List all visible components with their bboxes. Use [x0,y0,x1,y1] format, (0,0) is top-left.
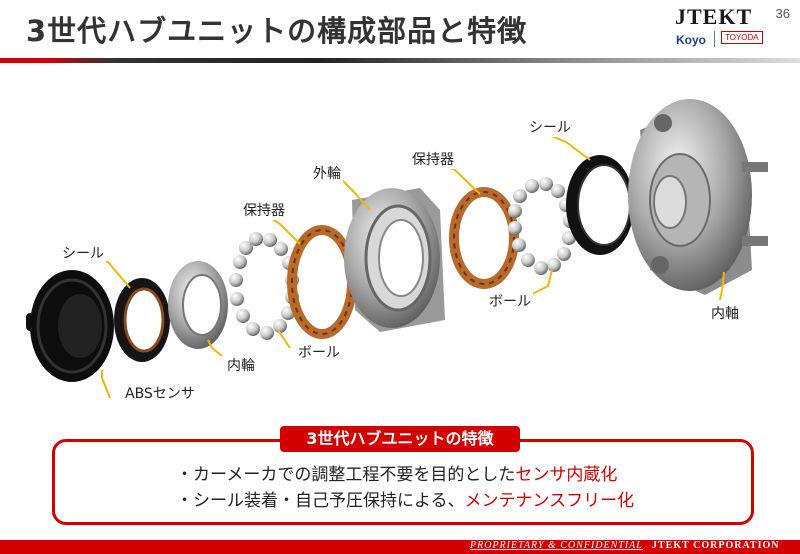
label-seal-right: シール [527,117,573,137]
features-box [52,439,754,525]
outer-ring-part [344,188,445,332]
footer-confidential: PROPRIETARY & CONFIDENTIAL [470,540,643,551]
label-inner-shaft: 内軸 [709,303,741,323]
feature-bullet-2: ・シール装着・自己予圧保持による、メンテナンスフリー化 [176,486,634,511]
jtekt-logo: JTEKT [675,4,753,29]
balls-right-part [508,177,577,275]
label-abs-sensor: ABSセンサ [123,383,197,403]
inner-ring-part [168,261,228,349]
label-cage-left: 保持器 [241,200,287,220]
feature-bullet-2-text: ・シール装着・自己予圧保持による、 [176,491,465,511]
page-number: 36 [775,6,790,21]
label-inner-ring: 内輪 [225,355,257,375]
footer-bar [0,540,800,554]
page-title: 3世代ハブユニットの構成部品と特徴 [26,14,528,48]
header-divider [0,58,800,63]
cage-left-part [287,225,357,339]
footer-corporation: JTEKT CORPORATION [652,540,780,551]
label-cage-right: 保持器 [410,149,456,169]
logo-divider [714,31,715,47]
label-ball-left: ボール [296,342,342,362]
feature-bullet-1-text: ・カーメーカでの調整工程不要を目的とした [176,465,516,485]
label-ball-right: ボール [487,291,533,311]
koyo-logo: Koyo [676,33,706,47]
toyoda-logo: TOYODA [721,31,763,44]
label-seal-left: シール [60,243,106,263]
feature-bullet-1-highlight: センサ内蔵化 [515,465,618,485]
feature-bullet-1: ・カーメーカでの調整工程不要を目的としたセンサ内蔵化 [176,460,617,485]
features-title: 3世代ハブユニットの特徴 [280,426,520,452]
feature-bullet-2-highlight: メンテナンスフリー化 [464,491,635,511]
inner-shaft-part [628,99,768,295]
label-outer-ring: 外輪 [311,163,343,183]
abs-sensor-part [26,270,114,382]
cage-right-part [449,187,519,289]
seal-right-part [566,155,634,255]
seal-left-part [114,278,170,362]
